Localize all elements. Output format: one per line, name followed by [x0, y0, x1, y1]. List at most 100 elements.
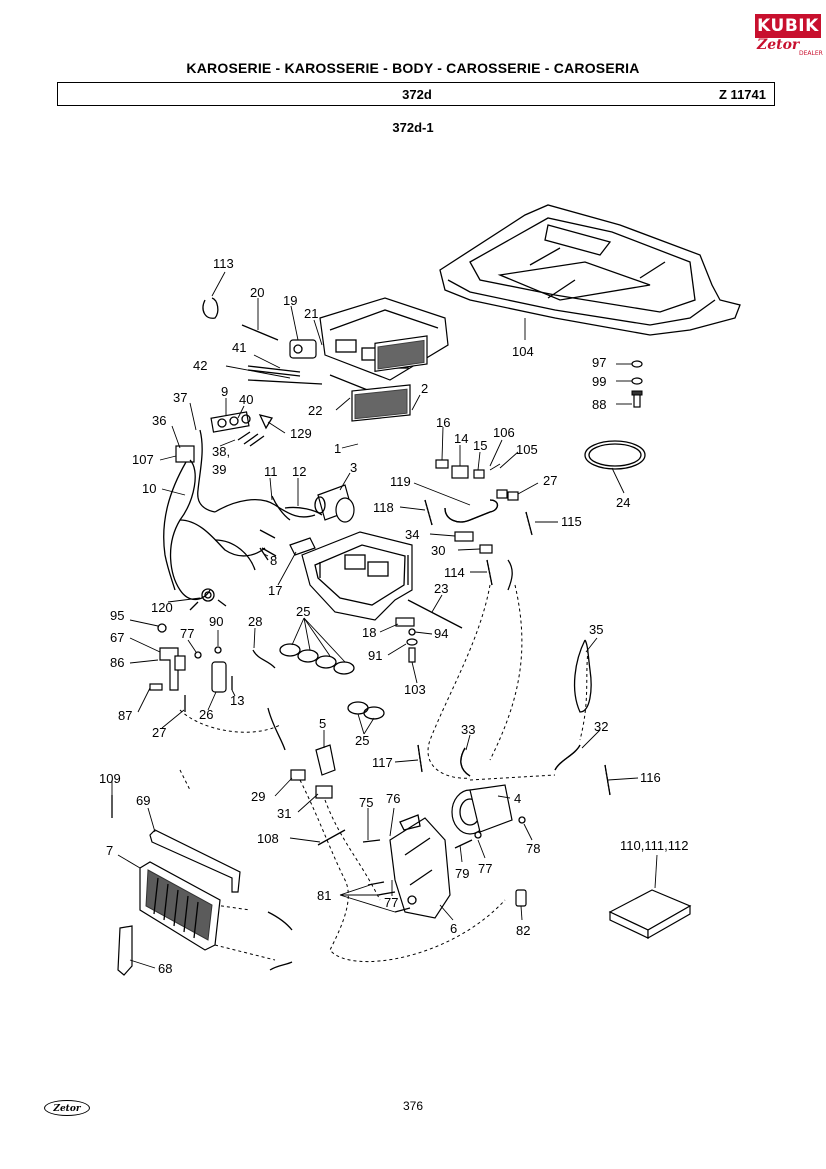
- part-callouts: 113 20 19 21 41 42 2 22 9 40 37 36 129 3…: [99, 256, 688, 976]
- hose-28-part: [252, 649, 276, 669]
- page-number: 376: [402, 1099, 424, 1113]
- callout-35: 35: [589, 622, 603, 637]
- bracket-parts: [435, 459, 501, 479]
- hose-parts: [424, 499, 533, 591]
- callout-77b: 77: [478, 861, 492, 876]
- callout-29: 29: [251, 789, 265, 804]
- receiver-drier-part: [149, 623, 233, 712]
- callout-94: 94: [434, 626, 448, 641]
- callout-118: 118: [373, 500, 394, 515]
- callout-114: 114: [444, 565, 465, 580]
- callout-39: 39: [212, 462, 226, 477]
- callout-25b: 25: [355, 733, 369, 748]
- callout-77a: 77: [180, 626, 194, 641]
- hose-routing-lines: [179, 584, 589, 962]
- callout-18: 18: [362, 625, 376, 640]
- heater-core-part: [374, 335, 428, 372]
- callout-109: 109: [99, 771, 121, 786]
- fastener-stack-part: [631, 360, 643, 408]
- switch-panel-part: [210, 411, 274, 447]
- callout-31: 31: [277, 806, 291, 821]
- callout-22: 22: [308, 403, 322, 418]
- callout-36: 36: [152, 413, 166, 428]
- callout-38: 38,: [212, 444, 230, 459]
- callout-78: 78: [526, 841, 540, 856]
- callout-4: 4: [514, 791, 521, 806]
- callout-129: 129: [290, 426, 312, 441]
- callout-16: 16: [436, 415, 450, 430]
- callout-9: 9: [221, 384, 228, 399]
- spacer-part: [515, 889, 527, 907]
- callout-95: 95: [110, 608, 124, 623]
- callout-40: 40: [239, 392, 253, 407]
- callout-20: 20: [250, 285, 264, 300]
- callout-68: 68: [158, 961, 172, 976]
- callout-77c: 77: [384, 895, 398, 910]
- callout-21: 21: [304, 306, 318, 321]
- header-box: 372d Z 11741: [57, 82, 775, 106]
- callout-116: 116: [640, 770, 661, 785]
- callout-8: 8: [270, 553, 277, 568]
- callout-117: 117: [372, 755, 393, 770]
- kit-box-part: [608, 889, 692, 940]
- callout-28: 28: [248, 614, 262, 629]
- logo-dealer: DEALER: [799, 50, 823, 57]
- callout-75: 75: [359, 795, 373, 810]
- callout-99: 99: [592, 374, 606, 389]
- callout-11: 11: [264, 464, 278, 479]
- logo-sub: Zetor: [757, 37, 800, 53]
- callout-120: 120: [151, 600, 173, 615]
- callout-6: 6: [450, 921, 457, 936]
- seal-ring-part: [584, 440, 646, 470]
- callout-82: 82: [516, 923, 530, 938]
- callout-26: 26: [199, 707, 213, 722]
- group-code: 372d: [402, 87, 432, 102]
- callout-113: 113: [213, 256, 234, 271]
- callout-86: 86: [110, 655, 124, 670]
- callout-106: 106: [493, 425, 515, 440]
- leader-lines: [111, 271, 658, 969]
- callout-30: 30: [431, 543, 445, 558]
- o-rings-part: [279, 643, 385, 720]
- hose-108-part: [317, 829, 346, 846]
- callout-119: 119: [390, 474, 411, 489]
- hose-35-32-part: [554, 639, 592, 771]
- callout-41: 41: [232, 340, 246, 355]
- callout-103: 103: [404, 682, 426, 697]
- callout-37: 37: [173, 390, 187, 405]
- lower-fittings-part: [267, 707, 336, 799]
- condenser-hoses-part: [267, 911, 293, 971]
- hose-33-117-116-part: [417, 744, 611, 796]
- rod-23-part: [407, 599, 463, 629]
- logo-brand: KUBIK: [755, 14, 821, 38]
- sub-code: 372d-1: [392, 120, 434, 135]
- callout-108: 108: [257, 831, 279, 846]
- callout-90: 90: [209, 614, 223, 629]
- callout-81: 81: [317, 888, 331, 903]
- callout-33: 33: [461, 722, 475, 737]
- valve-parts: [454, 531, 493, 554]
- callout-3: 3: [350, 460, 357, 475]
- evaporator-part: [351, 384, 411, 422]
- clip-part: [202, 297, 219, 319]
- callout-87: 87: [118, 708, 132, 723]
- callout-104: 104: [512, 344, 534, 359]
- callout-5: 5: [319, 716, 326, 731]
- callout-27a: 27: [543, 473, 557, 488]
- callout-2: 2: [421, 381, 428, 396]
- callout-115: 115: [561, 514, 582, 529]
- callout-69: 69: [136, 793, 150, 808]
- callout-14: 14: [454, 431, 468, 446]
- callout-7: 7: [106, 843, 113, 858]
- callout-42: 42: [193, 358, 207, 373]
- lower-housing-part: [301, 531, 413, 621]
- blower-motor-part: [314, 484, 355, 523]
- page-title: KAROSERIE - KAROSSERIE - BODY - CAROSSER…: [186, 60, 640, 76]
- callout-105: 105: [516, 442, 538, 457]
- callout-91: 91: [368, 648, 382, 663]
- rod-parts: [241, 324, 323, 385]
- roof-tray-part: [439, 204, 741, 336]
- fitting-parts: [496, 489, 519, 501]
- bolt-stack-part: [395, 617, 418, 663]
